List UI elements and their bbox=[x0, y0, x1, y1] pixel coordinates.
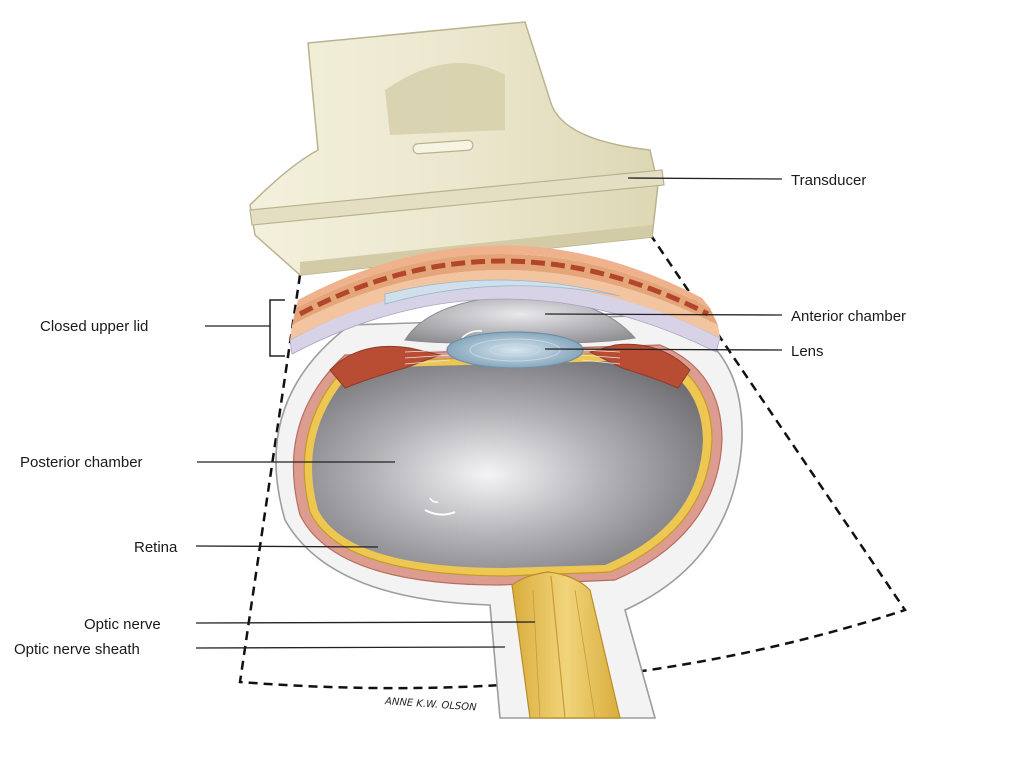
transducer-probe bbox=[249, 21, 665, 276]
artist-signature: ANNE K.W. OLSON bbox=[384, 696, 478, 713]
label-lens: Lens bbox=[791, 343, 824, 360]
label-anterior-chamber: Anterior chamber bbox=[791, 308, 906, 325]
leader-lens bbox=[544, 348, 783, 351]
leader-retina bbox=[195, 545, 379, 548]
closed-upper-lid bbox=[289, 245, 721, 355]
lid-bracket bbox=[269, 299, 285, 357]
label-closed-upper-lid: Closed upper lid bbox=[40, 318, 148, 335]
label-optic-nerve: Optic nerve bbox=[84, 616, 161, 633]
posterior-chamber-vitreous bbox=[312, 360, 703, 568]
lens bbox=[446, 331, 584, 369]
label-retina: Retina bbox=[134, 539, 178, 556]
leader-optic-nerve bbox=[195, 621, 536, 624]
optic-nerve bbox=[511, 571, 621, 719]
label-posterior-chamber: Posterior chamber bbox=[20, 454, 143, 471]
leader-anterior-chamber bbox=[544, 313, 783, 316]
eye-globe bbox=[275, 294, 743, 719]
label-transducer: Transducer bbox=[791, 172, 866, 189]
leader-transducer bbox=[627, 177, 783, 180]
leader-optic-nerve-sheath bbox=[195, 646, 506, 649]
label-optic-nerve-sheath: Optic nerve sheath bbox=[14, 641, 140, 658]
ciliary-body-right bbox=[588, 343, 691, 389]
